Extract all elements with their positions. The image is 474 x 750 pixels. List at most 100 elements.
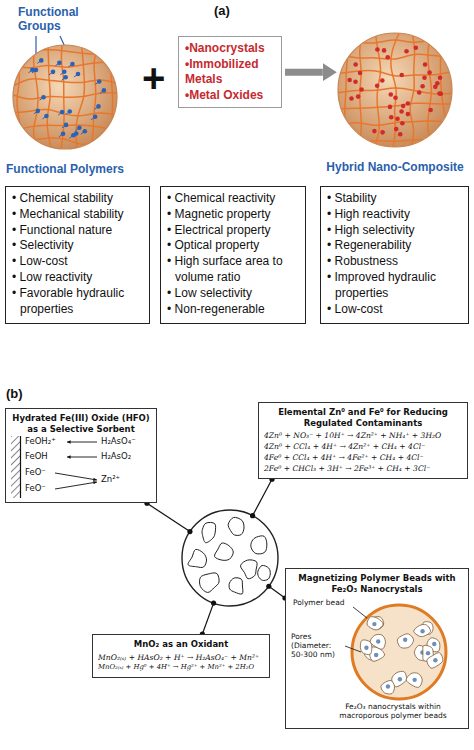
particle-dot xyxy=(428,108,433,113)
link-dot xyxy=(187,529,192,534)
polymer-bead: Functional Polymers xyxy=(12,44,118,150)
property-item: • Mechanical stability xyxy=(12,207,144,223)
nanoparticle-blob xyxy=(200,573,220,593)
pore xyxy=(370,635,385,650)
polymer-chain xyxy=(343,32,349,148)
particle-dot xyxy=(96,104,101,109)
polymer-chain xyxy=(337,140,453,143)
nanocrystal xyxy=(376,640,380,644)
link-dot xyxy=(211,601,216,606)
particle-dot xyxy=(61,131,66,136)
particle-dot xyxy=(399,73,404,78)
leader-line xyxy=(353,607,367,618)
bead-body xyxy=(338,33,452,147)
particle-dot xyxy=(359,87,364,92)
particle-dot xyxy=(414,46,419,51)
nanoparticle-blob xyxy=(202,522,216,542)
particle-dot xyxy=(438,75,443,80)
bead-outline xyxy=(352,605,446,699)
property-item: • Favorable hydraulic properties xyxy=(12,286,144,318)
particle-dot xyxy=(400,121,405,126)
box-title: Magnetizing Polymer Beads with Fe₂O₃ Nan… xyxy=(291,573,463,594)
property-item: • Low-cost xyxy=(12,254,144,270)
bead-body xyxy=(13,45,117,149)
magnetic-box: Magnetizing Polymer Beads with Fe₂O₃ Nan… xyxy=(285,568,469,729)
property-item: • Functional nature xyxy=(12,223,144,239)
nanocrystal xyxy=(420,629,424,633)
link-line xyxy=(147,503,190,531)
pore xyxy=(367,617,383,630)
composite-bead: Hybrid Nano-Composite xyxy=(337,32,453,148)
box-title: Elemental Zn⁰ and Fe⁰ for Reducing Regul… xyxy=(264,407,462,428)
property-item: • High surface area to volume ratio xyxy=(167,254,300,286)
particle-dot xyxy=(422,75,427,80)
particle-dot xyxy=(41,95,46,100)
particle-dot xyxy=(399,109,404,114)
particle-dot xyxy=(36,109,41,114)
link-line xyxy=(202,603,213,634)
particle-dot xyxy=(382,48,387,53)
particle-dot xyxy=(347,78,352,83)
nanoparticle-blob xyxy=(228,517,244,535)
particle-dot xyxy=(388,105,393,110)
polymer-mesh xyxy=(12,44,118,150)
particle-dot xyxy=(349,96,354,101)
nanoparticle-blob xyxy=(241,560,258,579)
particle-dot xyxy=(70,62,75,67)
sorbent-scheme: FeOH₂⁺FeOHFeO⁻FeO⁻H₂AsO₄⁻H₂AsO₂Zn²⁺ xyxy=(11,436,151,498)
chemical-equation: 4Fe⁰ + CCl₄ + 4H⁺ → 4Fe²⁺ + CH₄ + 4Cl⁻ xyxy=(264,452,462,463)
panel-label: (b) xyxy=(6,386,23,402)
arrow-head xyxy=(93,481,97,484)
particle-dot xyxy=(71,133,76,138)
solid-surface xyxy=(11,436,20,498)
part-label: Polymer bead xyxy=(293,598,355,607)
property-item: • High reactivity xyxy=(327,207,463,223)
property-item: • Electrical property xyxy=(167,223,300,239)
bead-scheme: Polymer beadPores (Diameter: 50-300 nm)F… xyxy=(291,596,463,724)
component-box: •Nanocrystals•Immobilized Metals•Metal O… xyxy=(178,36,282,108)
property-item: • Non-regenerable xyxy=(167,302,300,318)
polymer-chain xyxy=(391,32,400,148)
chemical-species: FeO⁻ xyxy=(25,467,46,477)
polymer-chain xyxy=(12,62,118,68)
nanoparticle-blob xyxy=(251,536,267,554)
nanocrystal xyxy=(426,651,430,655)
polymer-chain xyxy=(337,54,453,59)
particle-dot xyxy=(44,114,49,119)
chemical-equation: 4Zn⁰ + NO₃⁻ + 10H⁺ → 4Zn²⁺ + NH₄⁺ + 3H₂O xyxy=(264,430,462,441)
node-heading: Functional Polymers xyxy=(6,162,124,176)
polymer-chain xyxy=(107,44,112,150)
property-box: • Stability• High reactivity• High selec… xyxy=(320,186,469,324)
polymer-chain xyxy=(440,32,448,148)
box-title: Hydrated Fe(III) Oxide (HFO) as a Select… xyxy=(11,413,151,434)
property-box: • Chemical reactivity• Magnetic property… xyxy=(160,186,306,324)
process-arrow xyxy=(285,69,323,76)
nanocrystal xyxy=(433,658,437,662)
polymer-chain xyxy=(337,70,453,76)
polymer-chain xyxy=(337,103,453,109)
chemical-species: H₂AsO₄⁻ xyxy=(101,436,136,446)
particle-dot xyxy=(62,69,67,74)
property-item: • Magnetic property xyxy=(167,207,300,223)
nanocrystal xyxy=(403,638,407,642)
particle-dot xyxy=(395,116,400,121)
node-heading: Hybrid Nano-Composite xyxy=(326,160,463,174)
particle-dot xyxy=(76,72,81,77)
particle-dot xyxy=(375,83,380,88)
particle-dot xyxy=(380,130,385,135)
box-title: MnO₂ as an Oxidant xyxy=(98,639,264,650)
polymer-chain xyxy=(12,109,118,115)
particle-dot xyxy=(388,92,393,97)
particle-dot xyxy=(394,127,399,132)
particle-dot xyxy=(438,91,443,96)
composite-bead-illustration xyxy=(182,510,278,606)
callout-label: Functional Groups xyxy=(18,5,98,34)
particle-dot xyxy=(358,71,363,76)
particle-dot xyxy=(389,115,394,120)
particle-dot xyxy=(63,75,68,80)
bead-illustration xyxy=(337,32,453,148)
particle-dot xyxy=(435,81,440,86)
particle-dot xyxy=(406,112,411,117)
bead-links xyxy=(144,477,287,637)
particle-dot xyxy=(375,47,380,52)
